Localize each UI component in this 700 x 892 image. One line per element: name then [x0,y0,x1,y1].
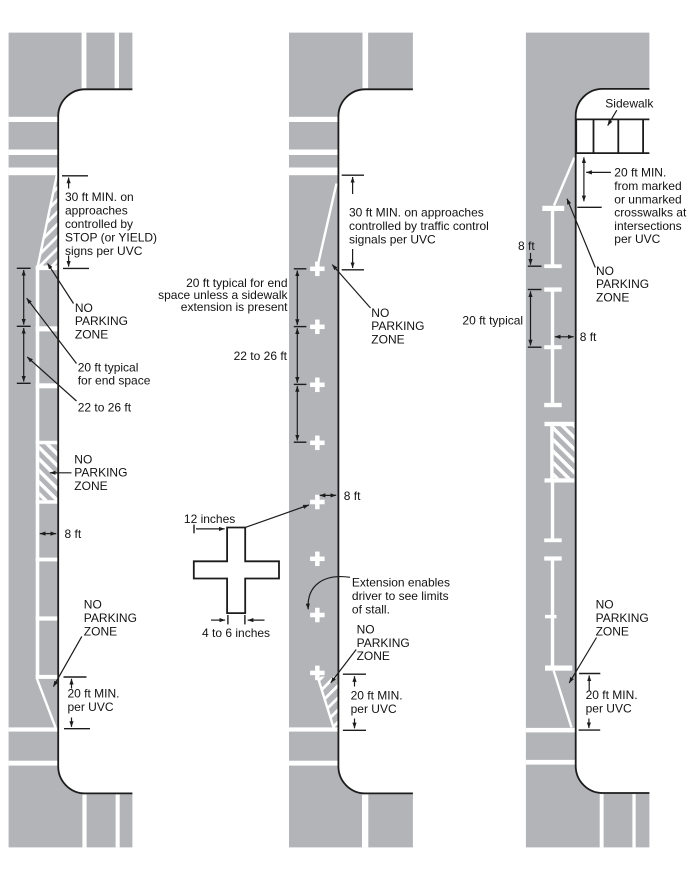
svg-text:NO: NO [84,598,102,612]
svg-text:22 to 26 ft: 22 to 26 ft [78,400,132,414]
svg-text:NO: NO [371,306,389,320]
svg-text:per UVC: per UVC [68,700,114,714]
svg-text:ZONE: ZONE [357,649,390,663]
svg-text:NO: NO [596,264,614,278]
svg-text:30 ft MIN. on approaches: 30 ft MIN. on approaches [349,206,484,220]
svg-text:20 ft MIN.: 20 ft MIN. [351,688,403,702]
svg-text:20 ft MIN.: 20 ft MIN. [586,688,638,702]
svg-text:Extension enables: Extension enables [352,576,450,590]
svg-text:ZONE: ZONE [84,624,117,638]
svg-text:12 inches: 12 inches [184,512,235,526]
svg-text:NO: NO [596,597,614,611]
svg-text:4 to 6 inches: 4 to 6 inches [202,626,270,640]
svg-text:PARKING: PARKING [357,636,410,650]
svg-text:ZONE: ZONE [596,291,629,305]
svg-text:NO: NO [74,452,92,466]
svg-text:extension is present: extension is present [181,300,288,314]
svg-text:30 ft MIN. on: 30 ft MIN. on [65,190,134,204]
svg-text:space unless a sidewalk: space unless a sidewalk [158,288,288,302]
svg-text:ZONE: ZONE [596,624,629,638]
svg-text:driver to see limits: driver to see limits [352,589,449,603]
svg-text:22 to 26 ft: 22 to 26 ft [234,349,288,363]
svg-text:per UVC: per UVC [586,701,632,715]
svg-text:8 ft: 8 ft [518,239,535,253]
svg-text:from marked: from marked [614,179,681,193]
svg-text:for end space: for end space [78,374,151,388]
svg-text:PARKING: PARKING [75,314,128,328]
svg-text:PARKING: PARKING [84,611,137,625]
svg-text:or unmarked: or unmarked [614,192,681,206]
svg-text:ZONE: ZONE [75,328,108,342]
svg-text:20 ft typical: 20 ft typical [78,360,139,374]
svg-text:PARKING: PARKING [74,466,127,480]
svg-text:8 ft: 8 ft [344,489,361,503]
svg-text:approaches: approaches [65,203,128,217]
svg-text:ZONE: ZONE [74,479,107,493]
svg-text:per UVC: per UVC [614,232,660,246]
svg-text:per UVC: per UVC [351,702,397,716]
svg-text:ZONE: ZONE [371,332,404,346]
svg-text:PARKING: PARKING [596,277,649,291]
svg-text:20 ft MIN.: 20 ft MIN. [614,166,666,180]
svg-text:20 ft typical for end: 20 ft typical for end [186,276,287,290]
svg-text:NO: NO [75,301,93,315]
svg-text:STOP (or YIELD): STOP (or YIELD) [65,230,157,244]
svg-text:PARKING: PARKING [596,611,649,625]
svg-text:20 ft typical: 20 ft typical [462,314,523,328]
svg-text:crosswalks at: crosswalks at [614,206,687,220]
svg-text:signs per UVC: signs per UVC [65,244,143,258]
svg-text:8 ft: 8 ft [65,527,82,541]
svg-text:8 ft: 8 ft [580,330,597,344]
svg-text:of stall.: of stall. [352,603,390,617]
svg-text:controlled by traffic control: controlled by traffic control [349,219,489,233]
svg-text:20 ft MIN.: 20 ft MIN. [68,687,120,701]
svg-text:Sidewalk: Sidewalk [605,97,654,111]
svg-text:controlled by: controlled by [65,217,133,231]
svg-text:signals per UVC: signals per UVC [349,232,436,246]
svg-text:intersections: intersections [614,219,681,233]
svg-text:PARKING: PARKING [371,319,424,333]
svg-text:NO: NO [357,622,375,636]
